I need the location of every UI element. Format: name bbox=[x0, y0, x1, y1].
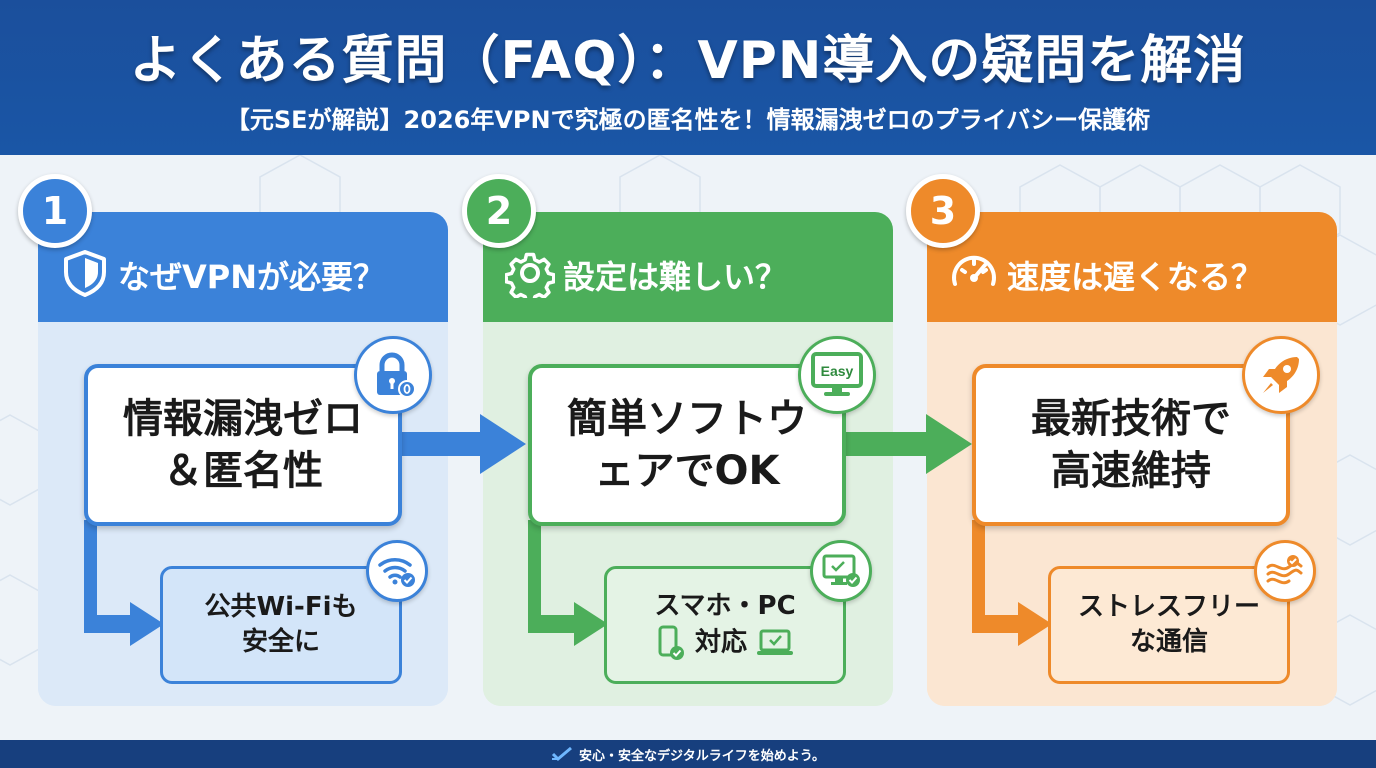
step-badge-2: 2 bbox=[462, 174, 536, 248]
elbow-arrow-1 bbox=[84, 520, 164, 646]
sub-card-2-line2: 対応 bbox=[694, 627, 747, 658]
footer-text: 安心・安全なデジタルライフを始めよう。 bbox=[579, 748, 825, 764]
sub-card-1-line2: 安全に bbox=[241, 627, 320, 657]
step-badge-1: 1 bbox=[18, 174, 92, 248]
speedometer-icon bbox=[952, 255, 996, 286]
page-subtitle: 【元SEが解説】2026年VPNで究極の匿名性を！情報漏洩ゼロのプライバシー保護… bbox=[225, 106, 1151, 134]
check-icon bbox=[551, 746, 572, 762]
sub-card-2: スマホ・PC 対応 bbox=[604, 566, 846, 684]
main-card-2: 簡単ソフトウ ェアでOK bbox=[528, 364, 846, 526]
easy-monitor-icon: Easy bbox=[798, 336, 876, 414]
elbow-arrow-3 bbox=[972, 520, 1052, 646]
sub-card-3-line2: な通信 bbox=[1129, 627, 1208, 657]
column-3-title: 速度は遅くなる？ bbox=[1007, 258, 1264, 296]
lock-icon bbox=[354, 336, 432, 414]
sub-card-1-line1: 公共Wi-Fiも bbox=[204, 591, 358, 622]
wifi-check-icon bbox=[366, 540, 428, 602]
step-badge-3: 3 bbox=[906, 174, 980, 248]
column-2-title: 設定は難しい？ bbox=[563, 258, 788, 296]
column-1-title: なぜVPNが必要？ bbox=[118, 258, 386, 296]
sub-card-3-line1: ストレスフリー bbox=[1077, 591, 1260, 622]
column-1-header: なぜVPNが必要？ bbox=[38, 212, 448, 322]
main-card-3: 最新技術で 高速維持 bbox=[972, 364, 1290, 526]
column-2-header: 設定は難しい？ bbox=[483, 212, 893, 322]
main-card-3-line2: 高速維持 bbox=[1051, 448, 1211, 494]
header-banner: よくある質問（FAQ）：VPN導入の疑問を解消 【元SEが解説】2026年VPN… bbox=[0, 0, 1376, 155]
gear-icon bbox=[505, 252, 555, 298]
laptop-check-icon bbox=[757, 629, 794, 655]
main-card-1: 情報漏洩ゼロ ＆匿名性 bbox=[84, 364, 402, 526]
elbow-arrow-2 bbox=[528, 520, 608, 646]
main-card-3-line1: 最新技術で bbox=[1031, 396, 1231, 442]
flow-arrow-1-to-2 bbox=[400, 414, 526, 474]
shield-icon bbox=[64, 250, 106, 297]
main-card-1-line1: 情報漏洩ゼロ bbox=[123, 396, 363, 442]
footer-bar: 安心・安全なデジタルライフを始めよう。 bbox=[0, 740, 1376, 768]
sub-card-1: 公共Wi-Fiも 安全に bbox=[160, 566, 402, 684]
rocket-icon bbox=[1242, 336, 1320, 414]
main-card-2-line2: ェアでOK bbox=[594, 448, 780, 494]
main-card-1-line2: ＆匿名性 bbox=[163, 448, 323, 494]
monitor-check-icon bbox=[810, 540, 872, 602]
flow-arrow-2-to-3 bbox=[846, 414, 972, 474]
smartphone-check-icon bbox=[658, 625, 684, 660]
main-card-2-line1: 簡単ソフトウ bbox=[567, 396, 807, 442]
sub-card-3: ストレスフリー な通信 bbox=[1048, 566, 1290, 684]
flow-check-icon bbox=[1254, 540, 1316, 602]
column-3-header: 速度は遅くなる？ bbox=[927, 212, 1337, 322]
page-title: よくある質問（FAQ）：VPN導入の疑問を解消 bbox=[129, 31, 1247, 91]
sub-card-2-line1: スマホ・PC bbox=[654, 591, 796, 622]
easy-label: Easy bbox=[821, 363, 854, 379]
